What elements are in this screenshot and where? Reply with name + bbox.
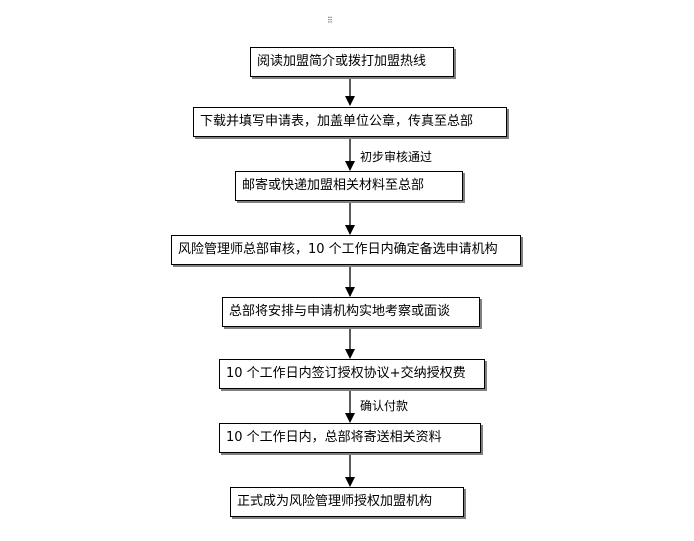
step-1: 阅读加盟简介或拨打加盟热线 <box>250 47 454 77</box>
step-6: 10 个工作日内签订授权协议+交纳授权费 <box>219 359 485 389</box>
edge-label-review: 初步审核通过 <box>360 150 433 164</box>
step-3: 邮寄或快递加盟相关材料至总部 <box>235 171 463 201</box>
step-8: 正式成为风险管理师授权加盟机构 <box>230 487 464 517</box>
step-2: 下载并填写申请表，加盖单位公章，传真至总部 <box>193 107 507 137</box>
step-4: 风险管理师总部审核，10 个工作日内确定备选申请机构 <box>171 235 521 265</box>
step-7: 10 个工作日内，总部将寄送相关资料 <box>219 423 481 453</box>
step-5: 总部将安排与申请机构实地考察或面谈 <box>222 297 480 327</box>
edge-label-payment: 确认付款 <box>360 399 409 413</box>
stray-mark-top: ⠿ <box>327 16 333 25</box>
